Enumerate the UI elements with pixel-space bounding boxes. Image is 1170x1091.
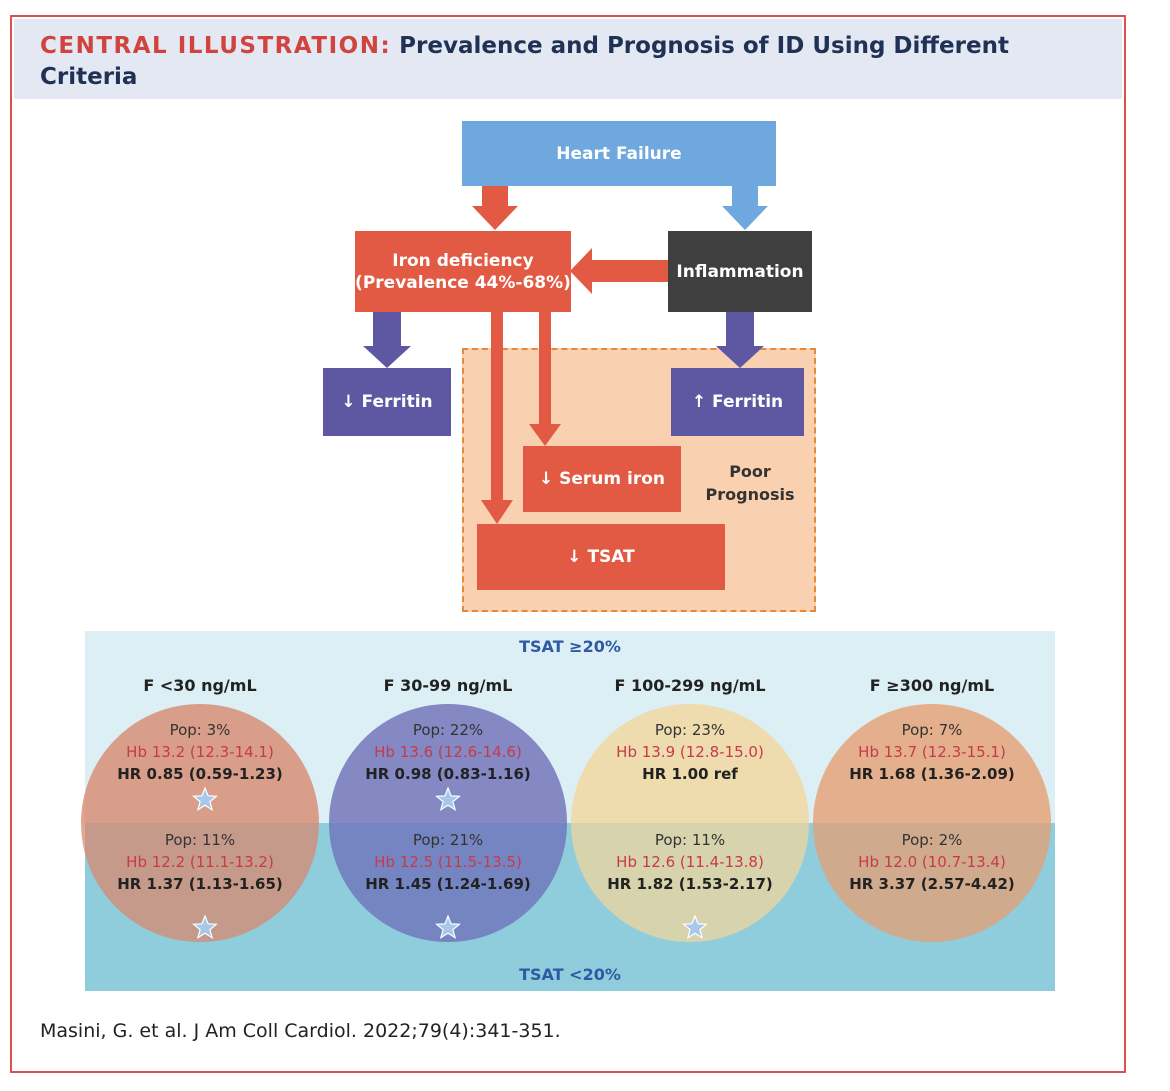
title-text: Prevalence and Prognosis of ID Using Dif… [40, 33, 1009, 90]
stat-block-f-under-30-tsat-high: Pop: 3% Hb 13.2 (12.3-14.1) HR 0.85 (0.5… [80, 719, 320, 785]
hb-value: Hb 12.6 (11.4-13.8) [616, 853, 764, 871]
prevalence-label: (Prevalence 44%-68%) [355, 272, 571, 293]
pop-value: Pop: 22% [412, 721, 484, 739]
hr-value: HR 1.37 (1.13-1.65) [117, 875, 283, 893]
ferritin-high-label: ↑ Ferritin [691, 392, 784, 412]
pop-value: Pop: 11% [164, 831, 236, 849]
hb-value: Hb 12.0 (10.7-13.4) [858, 853, 1006, 871]
column-header-f-under-30: F <30 ng/mL [143, 676, 257, 695]
star-icon [435, 914, 461, 940]
pop-value: Pop: 3% [169, 721, 231, 739]
ferritin-circle-top [813, 704, 1051, 823]
ferritin-circle-top [81, 704, 319, 823]
serum-iron-label: ↓ Serum iron [538, 469, 666, 489]
hb-value: Hb 13.9 (12.8-15.0) [616, 743, 764, 761]
inflammation-label: Inflammation [676, 261, 804, 282]
iron-deficiency-label: Iron deficiency [392, 250, 534, 271]
citation: Masini, G. et al. J Am Coll Cardiol. 202… [40, 1020, 561, 1042]
column-header-f-300-plus: F ≥300 ng/mL [869, 676, 995, 695]
figure-header [14, 19, 1122, 99]
serum-iron-box: ↓ Serum iron [523, 446, 681, 512]
central-illustration-label: CENTRAL ILLUSTRATION: [40, 33, 392, 59]
arrow-hf-to-inflammation [722, 186, 768, 230]
arrow-id-to-serum-iron [529, 312, 561, 446]
ferritin-low-label: ↓ Ferritin [341, 392, 433, 412]
hr-value: HR 1.68 (1.36-2.09) [849, 765, 1015, 783]
hb-value: Hb 13.2 (12.3-14.1) [126, 743, 274, 761]
ferritin-low-box: ↓ Ferritin [323, 368, 451, 436]
stat-block-f-100-299-tsat-low: Pop: 11% Hb 12.6 (11.4-13.8) HR 1.82 (1.… [570, 829, 810, 895]
stat-block-f-under-30-tsat-low: Pop: 11% Hb 12.2 (11.1-13.2) HR 1.37 (1.… [80, 829, 320, 895]
tsat-label: ↓ TSAT [567, 547, 635, 567]
tsat-box: ↓ TSAT [477, 524, 725, 590]
hr-value: HR 1.00 ref [642, 765, 738, 783]
star-icon [435, 786, 461, 812]
ferritin-circle-bottom [81, 823, 319, 942]
pop-value: Pop: 11% [654, 831, 726, 849]
stat-block-f-300-plus-tsat-high: Pop: 7% Hb 13.7 (12.3-15.1) HR 1.68 (1.3… [812, 719, 1052, 785]
star-icon [192, 786, 218, 812]
hb-value: Hb 12.2 (11.1-13.2) [126, 853, 274, 871]
iron-deficiency-box: Iron deficiency (Prevalence 44%-68%) [355, 231, 571, 312]
arrow-id-to-ferritin-low [363, 312, 411, 368]
inflammation-box: Inflammation [668, 231, 812, 312]
hr-value: HR 0.85 (0.59-1.23) [117, 765, 283, 783]
hb-value: Hb 12.5 (11.5-13.5) [374, 853, 522, 871]
tsat-low-label: TSAT <20% [519, 965, 621, 984]
pop-value: Pop: 2% [901, 831, 963, 849]
arrow-inflammation-to-id [570, 248, 668, 294]
tsat-high-label: TSAT ≥20% [519, 637, 621, 656]
pop-value: Pop: 7% [901, 721, 963, 739]
column-header-f-30-99: F 30-99 ng/mL [383, 676, 513, 695]
arrow-hf-to-id [472, 186, 518, 230]
significance-stars [192, 786, 708, 940]
pop-value: Pop: 23% [654, 721, 726, 739]
star-icon [192, 914, 218, 940]
column-header-f-100-299: F 100-299 ng/mL [614, 676, 766, 695]
arrow-id-to-tsat [481, 312, 513, 524]
stat-block-f-30-99-tsat-high: Pop: 22% Hb 13.6 (12.6-14.6) HR 0.98 (0.… [328, 719, 568, 785]
ferritin-circle-top [571, 704, 809, 823]
ferritin-circle-bottom [813, 823, 1051, 942]
hr-value: HR 3.37 (2.57-4.42) [849, 875, 1015, 893]
ferritin-high-box: ↑ Ferritin [671, 368, 804, 436]
hr-value: HR 1.45 (1.24-1.69) [365, 875, 531, 893]
heart-failure-label: Heart Failure [556, 143, 682, 164]
arrow-inflammation-to-ferritin-high [716, 312, 764, 368]
figure-title: CENTRAL ILLUSTRATION: Prevalence and Pro… [40, 31, 1110, 93]
ferritin-circles [81, 704, 1051, 942]
pop-value: Pop: 21% [412, 831, 484, 849]
stat-block-f-30-99-tsat-low: Pop: 21% Hb 12.5 (11.5-13.5) HR 1.45 (1.… [328, 829, 568, 895]
poor-prognosis-label: Poor Prognosis [705, 462, 795, 504]
stat-block-f-100-299-tsat-high: Pop: 23% Hb 13.9 (12.8-15.0) HR 1.00 ref [570, 719, 810, 785]
hr-value: HR 1.82 (1.53-2.17) [607, 875, 773, 893]
ferritin-circle-bottom [571, 823, 809, 942]
stat-block-f-300-plus-tsat-low: Pop: 2% Hb 12.0 (10.7-13.4) HR 3.37 (2.5… [812, 829, 1052, 895]
ferritin-circle-bottom [329, 823, 567, 942]
heart-failure-box: Heart Failure [462, 121, 776, 186]
star-icon [682, 914, 708, 940]
hb-value: Hb 13.6 (12.6-14.6) [374, 743, 522, 761]
ferritin-circle-top [329, 704, 567, 823]
hb-value: Hb 13.7 (12.3-15.1) [858, 743, 1006, 761]
hr-value: HR 0.98 (0.83-1.16) [365, 765, 531, 783]
